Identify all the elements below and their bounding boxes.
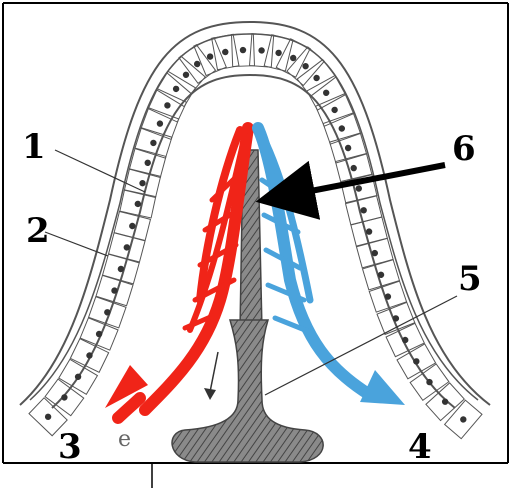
epithelial-cell bbox=[120, 190, 156, 218]
cell-nucleus bbox=[344, 144, 352, 152]
cell-nucleus bbox=[240, 47, 247, 54]
cell-nucleus bbox=[258, 47, 265, 54]
cell-nucleus bbox=[441, 397, 450, 406]
cell-nucleus bbox=[322, 88, 331, 97]
epithelial-cell bbox=[426, 383, 464, 421]
cell-nucleus bbox=[60, 393, 69, 402]
lymph-vessel-base bbox=[172, 320, 323, 462]
epithelial-cell bbox=[45, 379, 84, 416]
epithelial-cell bbox=[445, 400, 482, 439]
cell-nucleus bbox=[222, 48, 229, 55]
label-3: 3 bbox=[58, 427, 82, 467]
cell-nucleus bbox=[355, 185, 363, 193]
cell-nucleus bbox=[330, 106, 338, 114]
epithelial-cell bbox=[194, 38, 226, 76]
epithelial-cell bbox=[89, 297, 126, 328]
cell-nucleus bbox=[459, 415, 468, 424]
epithelial-cell bbox=[323, 113, 360, 144]
cell-nucleus bbox=[350, 164, 358, 172]
epithelial-cell bbox=[410, 364, 449, 400]
epithelial-cell bbox=[346, 196, 382, 225]
epithelial-cell bbox=[80, 318, 118, 350]
epithelial-cell bbox=[377, 302, 415, 334]
epithelial-cell bbox=[397, 344, 436, 379]
cell-nucleus bbox=[44, 412, 53, 421]
epithelial-cell bbox=[114, 211, 150, 240]
epithelial-cell bbox=[276, 39, 310, 77]
cell-nucleus bbox=[172, 85, 181, 94]
cell-nucleus bbox=[275, 49, 283, 57]
epithelial-cell bbox=[386, 323, 424, 356]
lymph-flow-line bbox=[210, 352, 218, 392]
cell-nucleus bbox=[156, 119, 164, 127]
label-2: 2 bbox=[26, 211, 50, 251]
label-6: 6 bbox=[452, 129, 476, 169]
epithelial-cell bbox=[70, 339, 108, 373]
cell-nucleus bbox=[144, 159, 152, 167]
label-5: 5 bbox=[458, 259, 482, 299]
epithelial-cell bbox=[59, 359, 98, 394]
leader-6-arrow bbox=[285, 165, 445, 196]
cell-nucleus bbox=[338, 124, 346, 132]
epithelial-cell bbox=[141, 108, 179, 140]
lymph-flow-arrowhead bbox=[204, 388, 216, 400]
cell-nucleus bbox=[139, 179, 147, 187]
label-1: 1 bbox=[22, 127, 46, 167]
epithelial-cell bbox=[157, 71, 196, 106]
label-4: 4 bbox=[408, 427, 432, 467]
epithelial-cell bbox=[264, 35, 293, 71]
cell-nucleus bbox=[312, 74, 321, 83]
epithelial-cell bbox=[307, 76, 346, 111]
cell-nucleus bbox=[149, 139, 157, 147]
stray-letter: e bbox=[118, 427, 131, 452]
cell-nucleus bbox=[163, 101, 171, 109]
